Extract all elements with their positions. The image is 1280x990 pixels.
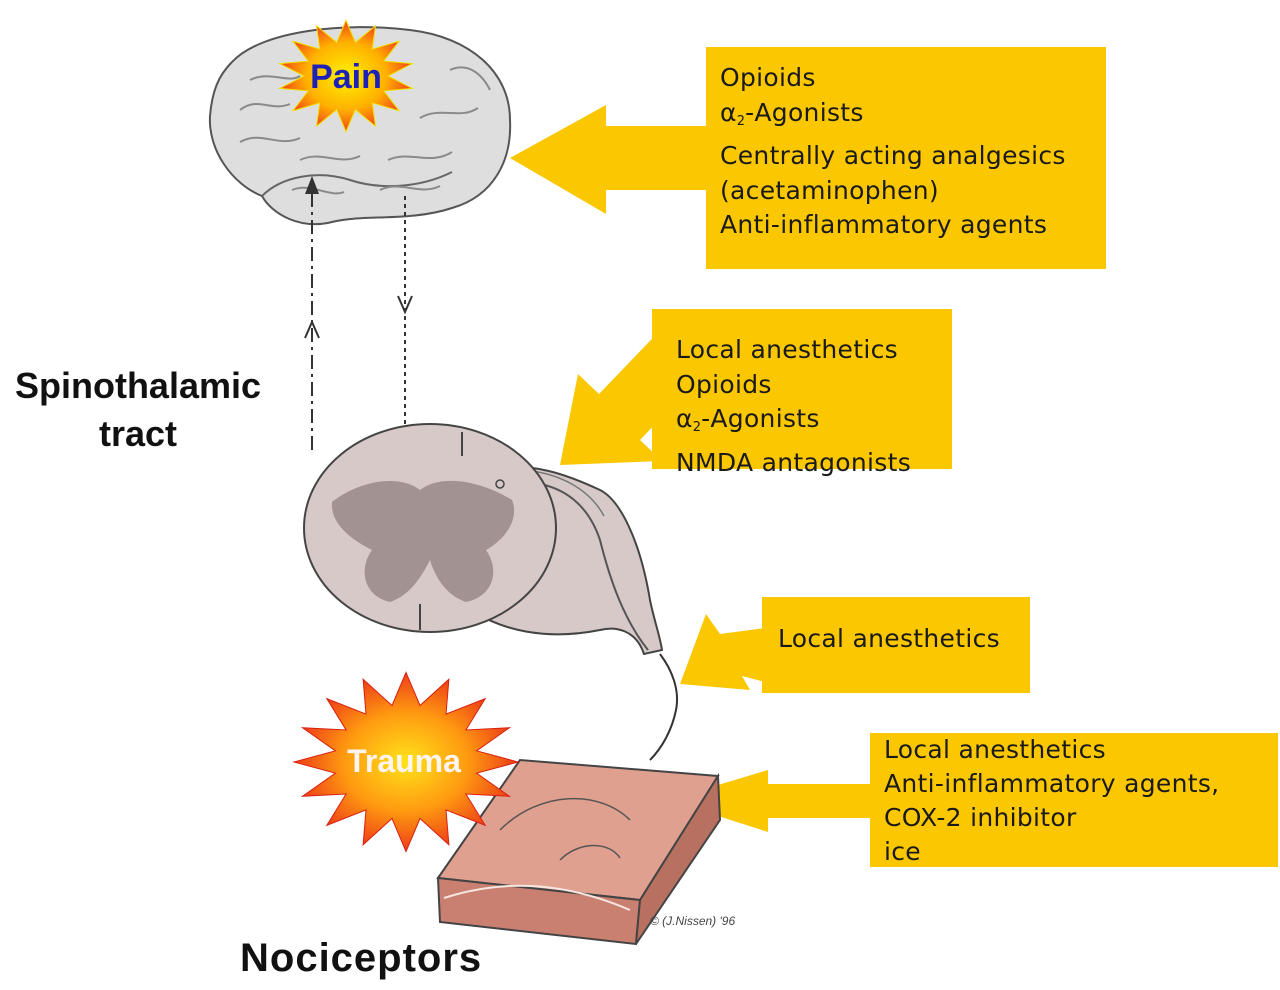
spinothalamic-tract-label: Spinothalamic tract <box>14 365 262 454</box>
peripheral-nerve <box>649 653 678 761</box>
drug-line: Local anesthetics <box>884 735 1106 764</box>
drug-line: Opioids <box>676 369 772 399</box>
drug-line: α2-Agonists <box>720 97 864 129</box>
drug-line: Centrally acting analgesics <box>720 141 1066 170</box>
nerve-drugs-box: Local anesthetics <box>762 597 1030 693</box>
spinal-cord <box>303 423 664 656</box>
nerve-drug-arrow <box>680 614 780 690</box>
brain <box>208 26 512 226</box>
pain-label: Pain <box>310 58 382 96</box>
trauma-starburst <box>292 671 520 853</box>
spinal-drugs-box: Local anesthetics Opioids α2-Agonists NM… <box>652 309 952 477</box>
drug-line: NMDA antagonists <box>676 447 912 477</box>
drug-line: COX-2 inhibitor <box>884 803 1077 832</box>
nociceptors-label: Nociceptors <box>240 936 483 980</box>
drug-line: Local anesthetics <box>676 335 898 364</box>
drug-line: Local anesthetics <box>778 624 1000 653</box>
periphery-drug-arrow <box>668 770 880 832</box>
skin-tissue <box>436 758 722 946</box>
artist-signature: © (J.Nissen) '96 <box>650 914 736 928</box>
pain-starburst <box>277 18 415 134</box>
drug-line: α2-Agonists <box>676 404 820 435</box>
drug-line: Anti-inflammatory agents, <box>884 769 1220 798</box>
brain-drugs-box: Opioids α2-Agonists Centrally acting ana… <box>706 47 1106 269</box>
drug-line: (acetaminophen) <box>720 175 939 205</box>
brain-drug-arrow <box>510 105 712 214</box>
drug-line: Anti-inflammatory agents <box>720 210 1048 239</box>
trauma-label: Trauma <box>347 743 461 779</box>
periphery-drugs-box: Local anesthetics Anti-inflammatory agen… <box>870 733 1278 867</box>
drug-line: Opioids <box>720 63 816 92</box>
drug-line: ice <box>884 837 921 866</box>
